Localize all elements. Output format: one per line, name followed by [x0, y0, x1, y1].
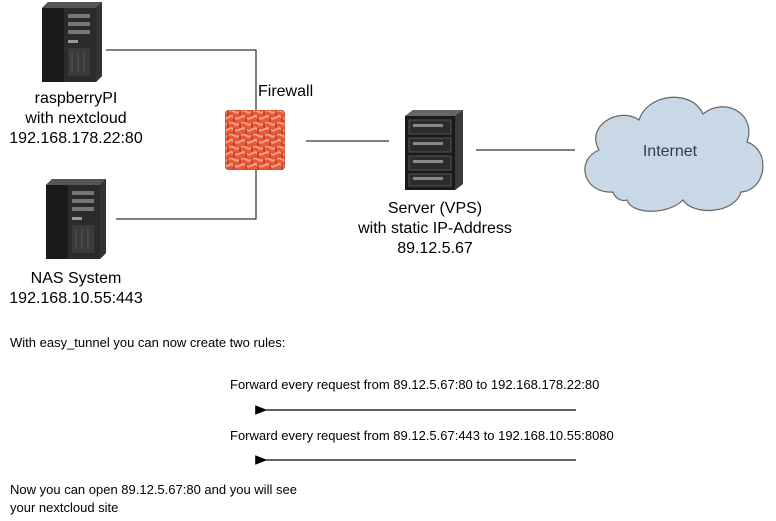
link-nas-firewall — [116, 170, 257, 220]
vps-rack-icon — [405, 110, 463, 190]
rule-1-text: Forward every request from 89.12.5.67:80… — [230, 377, 600, 392]
vps-label: Server (VPS) with static IP-Address 89.1… — [358, 200, 512, 257]
rule-2-text: Forward every request from 89.12.5.67:44… — [230, 428, 614, 443]
raspberry-label: raspberryPI with nextcloud 192.168.178.2… — [9, 90, 143, 147]
cloud-icon — [584, 96, 764, 212]
nas-server-icon — [46, 179, 106, 259]
raspberry-server-icon — [42, 2, 102, 82]
nas-label: NAS System 192.168.10.55:443 — [9, 270, 143, 307]
outro-text: Now you can open 89.12.5.67:80 and you w… — [10, 482, 297, 515]
link-raspberry-firewall — [106, 49, 257, 110]
intro-text: With easy_tunnel you can now create two … — [10, 335, 286, 350]
firewall-icon — [225, 110, 285, 170]
internet-label: Internet — [642, 143, 698, 160]
firewall-label: Firewall — [258, 83, 314, 100]
